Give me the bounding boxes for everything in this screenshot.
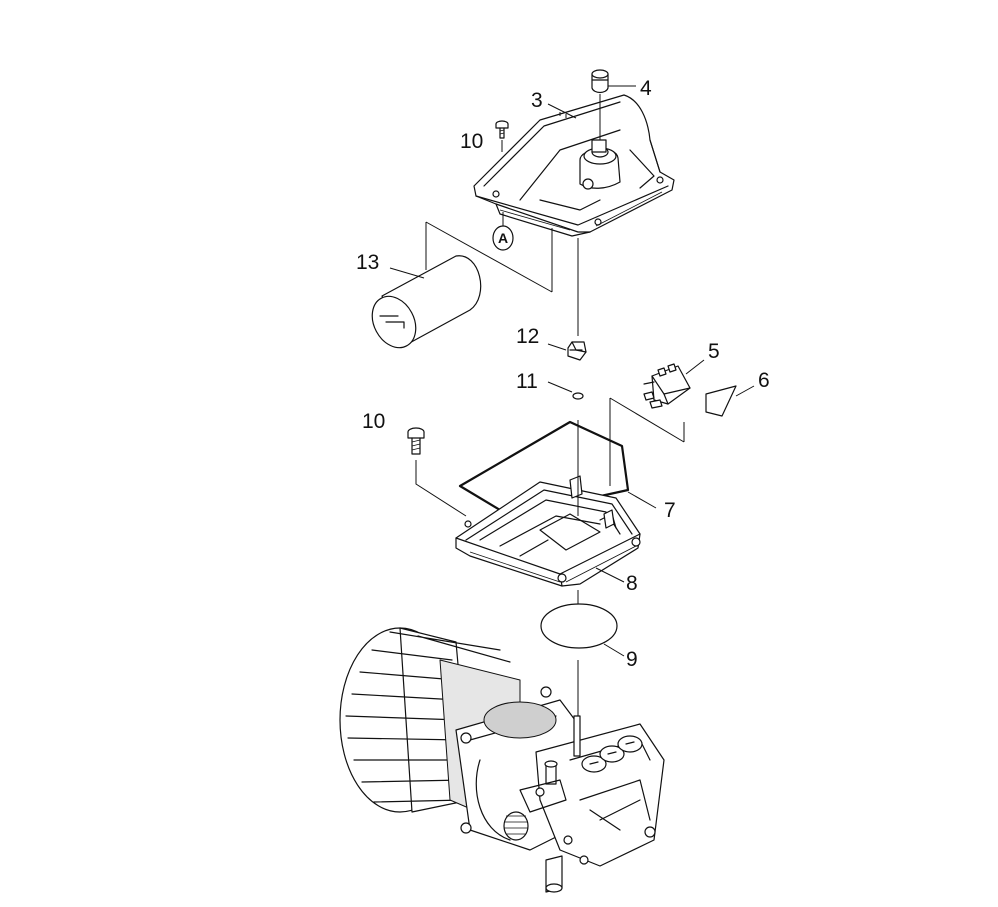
label-part-6: 6 — [758, 369, 770, 392]
card-part-6 — [705, 385, 737, 417]
capacitor-part-13 — [371, 255, 482, 349]
label-part-9: 9 — [626, 648, 638, 671]
label-part-11: 11 — [516, 370, 538, 393]
callout-a: A — [492, 212, 514, 251]
motor-pump-assembly — [339, 627, 665, 893]
label-part-13: 13 — [356, 251, 379, 274]
o-ring-part-11 — [572, 392, 584, 400]
label-part-12: 12 — [516, 325, 539, 348]
label-part-10-lower: 10 — [362, 410, 385, 433]
label-part-4: 4 — [640, 77, 652, 100]
label-part-10-top: 10 — [460, 130, 483, 153]
callout-a-text: A — [498, 230, 508, 246]
label-part-3: 3 — [531, 89, 543, 112]
clip-part-12 — [567, 341, 587, 361]
label-part-5: 5 — [708, 340, 720, 363]
screw-part-10-lower — [407, 427, 425, 455]
label-part-7: 7 — [664, 499, 676, 522]
top-cover-part-3 — [473, 94, 675, 237]
o-ring-part-9 — [540, 603, 618, 649]
housing-part-8 — [455, 475, 641, 587]
small-screw-part-10-top — [495, 120, 509, 139]
cap-part-4 — [591, 69, 609, 94]
label-part-8: 8 — [626, 572, 638, 595]
switch-part-5 — [643, 363, 691, 409]
